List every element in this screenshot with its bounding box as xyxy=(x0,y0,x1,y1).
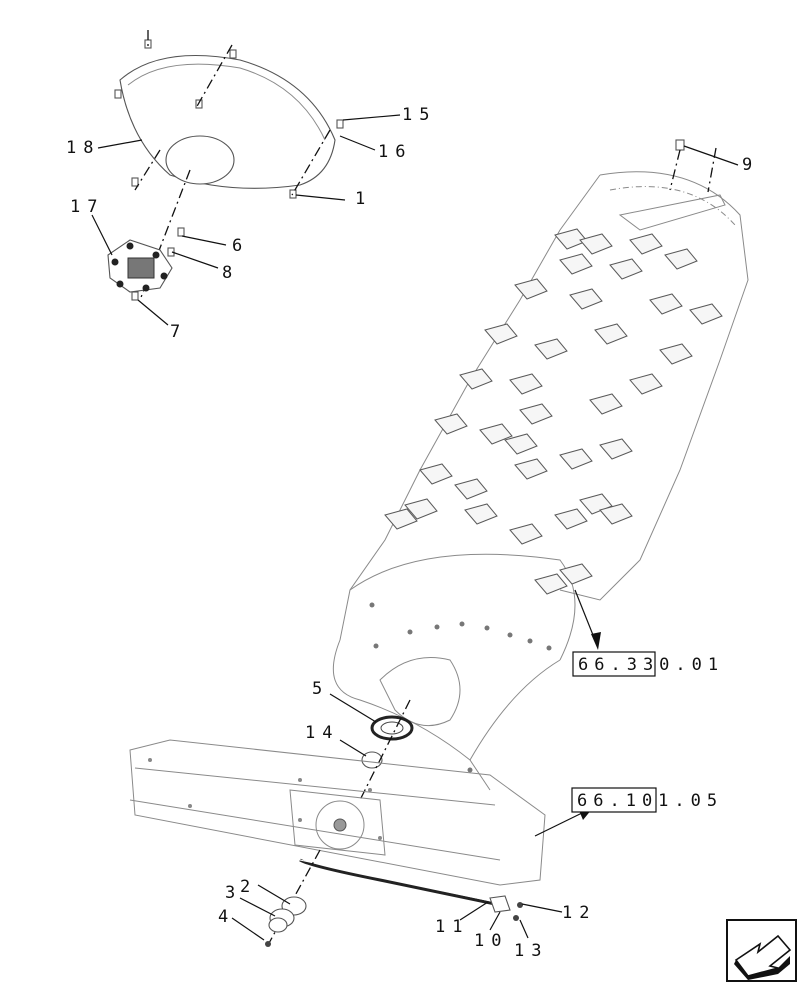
callout-3: 3 xyxy=(225,883,242,903)
callout-labels: 1 2 3 4 5 6 7 8 9 10 11 12 13 14 15 16 1… xyxy=(66,105,759,961)
callout-2: 2 xyxy=(240,877,257,897)
callout-15: 15 xyxy=(402,105,436,125)
rotor-paddles xyxy=(384,228,723,595)
callout-10: 10 xyxy=(474,931,508,951)
cone-opening xyxy=(165,135,235,185)
callout-9: 9 xyxy=(742,155,759,175)
callout-18: 18 xyxy=(66,138,100,158)
callout-4: 4 xyxy=(218,907,235,927)
callout-11: 11 xyxy=(435,917,469,937)
callout-8: 8 xyxy=(222,263,239,283)
callout-6: 6 xyxy=(232,236,249,256)
callout-12: 12 xyxy=(562,903,596,923)
bearing-stack xyxy=(265,849,321,947)
callout-1: 1 xyxy=(355,189,372,209)
leader-lines xyxy=(91,114,739,941)
cone-cover-group xyxy=(107,30,344,301)
reference-housing-text[interactable]: 66.101.05 xyxy=(577,791,723,811)
callout-5: 5 xyxy=(312,679,329,699)
arrow-icon[interactable] xyxy=(726,919,797,982)
reference-rotor-text[interactable]: 66.330.01 xyxy=(578,655,724,675)
rotor-assembly xyxy=(332,139,749,791)
reference-housing[interactable]: 66.101.05 xyxy=(571,787,723,813)
callout-7: 7 xyxy=(170,322,187,342)
callout-17: 17 xyxy=(70,197,104,217)
reference-rotor[interactable]: 66.330.01 xyxy=(572,651,724,677)
callout-16: 16 xyxy=(378,142,412,162)
callout-13: 13 xyxy=(514,941,548,961)
callout-14: 14 xyxy=(305,723,339,743)
seal-and-spacer xyxy=(359,699,414,801)
lower-housing xyxy=(129,739,546,921)
